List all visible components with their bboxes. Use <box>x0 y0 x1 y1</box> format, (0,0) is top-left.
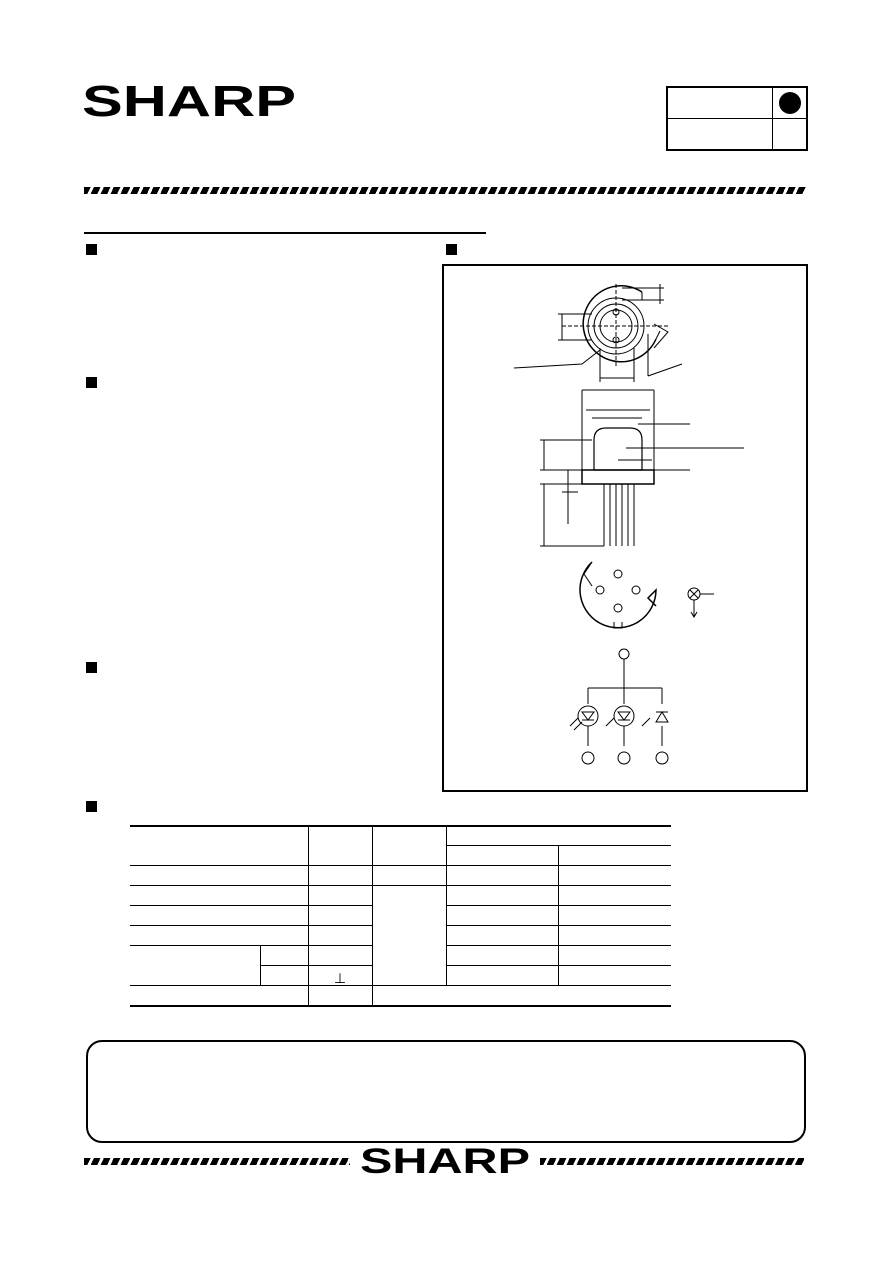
sharp-logo-header: SHARP <box>82 77 298 126</box>
sharp-logo-footer-svg: SHARP <box>360 1142 530 1181</box>
table-cell <box>371 985 671 1007</box>
footer-stripe-right <box>540 1158 804 1165</box>
table-cell <box>130 865 308 886</box>
section-marker-features <box>86 244 97 255</box>
top-divider-stripe <box>84 187 806 194</box>
table-cell <box>557 965 671 986</box>
footer-stripe-left <box>84 1158 350 1165</box>
table-cell <box>445 865 558 886</box>
outline-drawing <box>513 284 744 765</box>
table-cell <box>259 945 308 966</box>
table-cell <box>557 925 671 946</box>
table-row <box>130 865 671 886</box>
table-cell <box>445 965 558 986</box>
table-cell <box>557 945 671 966</box>
absolute-maximum-ratings-table: ⊥ <box>130 825 671 1007</box>
table-cell <box>445 905 558 926</box>
sharp-logo-svg: SHARP <box>82 77 296 126</box>
table-cell <box>130 945 260 986</box>
table-cell <box>445 885 558 906</box>
section-marker-applications <box>86 377 97 388</box>
table-cell <box>130 925 308 946</box>
perpendicular-icon: ⊥ <box>307 965 372 986</box>
table-cell <box>371 825 446 866</box>
outline-dimensions-box <box>442 264 808 792</box>
internal-circuit-drawing <box>569 648 669 765</box>
table-row: ⊥ <box>130 965 671 986</box>
table-cell <box>445 825 671 846</box>
filled-circle-icon <box>779 92 801 114</box>
table-cell <box>557 885 671 906</box>
section-marker-outline <box>446 244 457 255</box>
table-cell <box>371 865 446 886</box>
table-cell <box>307 905 372 926</box>
table-row <box>130 925 671 946</box>
table-cell <box>259 965 308 986</box>
table-cell <box>557 865 671 886</box>
box-divider-vertical <box>772 88 773 149</box>
table-header-row <box>130 825 671 866</box>
table-row <box>130 885 671 986</box>
section-marker-structure <box>86 662 97 673</box>
box-divider-horizontal <box>668 118 806 119</box>
table-cell <box>557 845 671 866</box>
side-view-drawing <box>540 389 744 547</box>
table-cell <box>307 885 372 906</box>
table-subheader-row <box>130 845 671 866</box>
table-cell <box>445 925 558 946</box>
sharp-logo-text: SHARP <box>82 82 296 122</box>
sharp-logo-footer: SHARP <box>360 1142 532 1181</box>
table-row <box>130 905 671 926</box>
table-cell <box>371 885 446 986</box>
model-reference-box <box>666 86 808 151</box>
sharp-logo-footer-text: SHARP <box>360 1146 530 1176</box>
table-cell <box>130 885 308 906</box>
table-cell <box>557 905 671 926</box>
section-marker-ratings <box>86 801 97 812</box>
notice-box <box>86 1040 806 1143</box>
table-cell <box>445 945 558 966</box>
table-row <box>130 945 671 986</box>
table-cell <box>307 945 372 966</box>
title-rule <box>84 232 486 234</box>
table-cell <box>307 865 372 886</box>
table-cell <box>130 905 308 926</box>
table-cell <box>307 925 372 946</box>
bottom-view-drawing <box>579 561 714 629</box>
table-cell <box>307 825 372 866</box>
table-cell <box>445 845 558 866</box>
top-view-drawing <box>513 284 683 382</box>
table-row <box>130 985 671 1007</box>
table-cell <box>130 985 308 1007</box>
table-cell <box>307 985 372 1007</box>
table-cell <box>130 825 308 866</box>
